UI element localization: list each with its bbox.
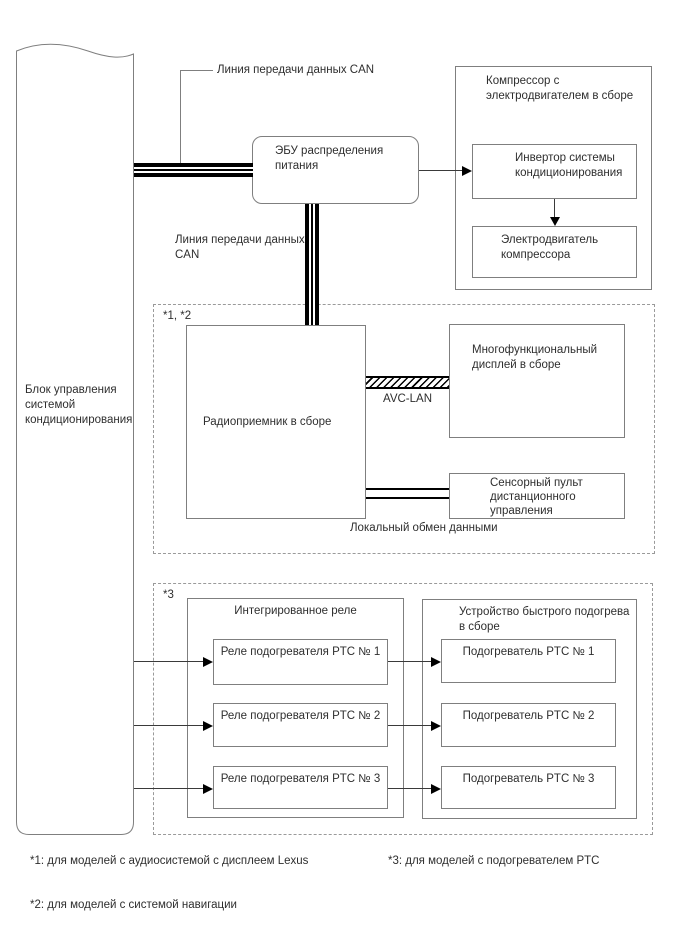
connector-unit-to-relay-3 — [134, 788, 203, 789]
compressor-assembly-label: Компрессор с электродвигателем в сборе — [486, 75, 634, 102]
ptc-heater-3-box: Подогреватель PTC № 3 — [441, 766, 616, 809]
ptc-relay-2-box: Реле подогревателя PTC № 2 — [213, 703, 388, 747]
connector-inverter-to-motor — [554, 199, 555, 218]
ptc-group-dashed-box: *3 — [153, 583, 653, 835]
avc-lan-bus-line — [366, 376, 449, 389]
quick-heater-assembly-label: Устройство быстрого подогрева в сборе — [459, 606, 630, 633]
footnote-1: *1: для моделей с аудиосистемой с диспле… — [30, 855, 309, 867]
integrated-relay-label: Интегрированное реле — [234, 605, 357, 617]
multifunction-display-label: Многофункциональный дисплей в сборе — [472, 344, 598, 371]
arrowhead-right-icon — [203, 721, 213, 731]
ptc-heater-1-box: Подогреватель PTC № 1 — [441, 639, 616, 683]
ptc-group-note: *3 — [163, 589, 174, 601]
avc-lan-label: AVC-LAN — [383, 393, 432, 405]
touch-panel-box: Сенсорный пульт дистанционного управлени… — [449, 473, 625, 519]
compressor-motor-box: Электродвигатель компрессора — [472, 226, 637, 278]
radio-receiver-box: Радиоприемник в сборе — [186, 325, 366, 519]
footnote-3: *3: для моделей с подогревателем PTC — [388, 855, 600, 867]
connector-relay-1-to-heater-1 — [388, 661, 431, 662]
arrowhead-right-icon — [462, 166, 472, 176]
arrowhead-right-icon — [203, 784, 213, 794]
ptc-relay-3-box: Реле подогревателя PTC № 3 — [213, 766, 388, 809]
power-distribution-ecu-label: ЭБУ распределения питания — [275, 145, 384, 172]
can-bus-line-vertical — [305, 204, 319, 325]
ptc-heater-3-label: Подогреватель PTC № 3 — [462, 773, 595, 785]
ptc-relay-2-label: Реле подогревателя PTC № 2 — [220, 710, 381, 722]
footnote-2: *2: для моделей с системой навигации — [30, 899, 237, 911]
av-group-dashed-box: *1, *2 — [153, 304, 655, 554]
connector-relay-3-to-heater-3 — [388, 788, 431, 789]
can-label-leader-horizontal — [180, 70, 213, 71]
can-line-label-middle: Линия передачи данных CAN — [175, 234, 305, 261]
connector-relay-2-to-heater-2 — [388, 725, 431, 726]
arrowhead-down-icon — [550, 217, 560, 226]
ptc-relay-1-box: Реле подогревателя PTC № 1 — [213, 639, 388, 685]
ptc-relay-3-label: Реле подогревателя PTC № 3 — [220, 773, 381, 785]
power-distribution-ecu-box: ЭБУ распределения питания — [252, 136, 419, 204]
ptc-heater-2-label: Подогреватель PTC № 2 — [462, 710, 595, 722]
arrowhead-right-icon — [431, 721, 441, 731]
local-exchange-label: Локальный обмен данными — [350, 522, 498, 534]
ac-control-unit-box — [16, 43, 134, 835]
compressor-motor-label: Электродвигатель компрессора — [501, 234, 599, 261]
connector-unit-to-relay-2 — [134, 725, 203, 726]
ptc-heater-2-box: Подогреватель PTC № 2 — [441, 703, 616, 747]
radio-receiver-label: Радиоприемник в сборе — [203, 415, 332, 428]
arrowhead-right-icon — [203, 657, 213, 667]
ptc-relay-1-label: Реле подогревателя PTC № 1 — [220, 646, 381, 658]
multifunction-display-box: Многофункциональный дисплей в сборе — [449, 324, 625, 438]
connector-ecu-to-inverter — [419, 170, 463, 171]
av-group-note: *1, *2 — [163, 310, 192, 322]
arrowhead-right-icon — [431, 657, 441, 667]
local-bus-line — [366, 488, 449, 499]
arrowhead-right-icon — [431, 784, 441, 794]
touch-panel-label: Сенсорный пульт дистанционного управлени… — [490, 477, 583, 517]
ac-control-unit-label: Блок управления системой кондиционирован… — [25, 384, 133, 426]
ac-inverter-box: Инвертор системы кондиционирования — [472, 144, 637, 199]
can-line-label-top: Линия передачи данных CAN — [217, 64, 375, 76]
can-label-leader-vertical — [180, 70, 181, 163]
can-bus-line-horizontal — [134, 163, 253, 177]
ptc-heater-1-label: Подогреватель PTC № 1 — [462, 646, 595, 658]
connector-unit-to-relay-1 — [134, 661, 203, 662]
ac-inverter-label: Инвертор системы кондиционирования — [515, 152, 623, 179]
